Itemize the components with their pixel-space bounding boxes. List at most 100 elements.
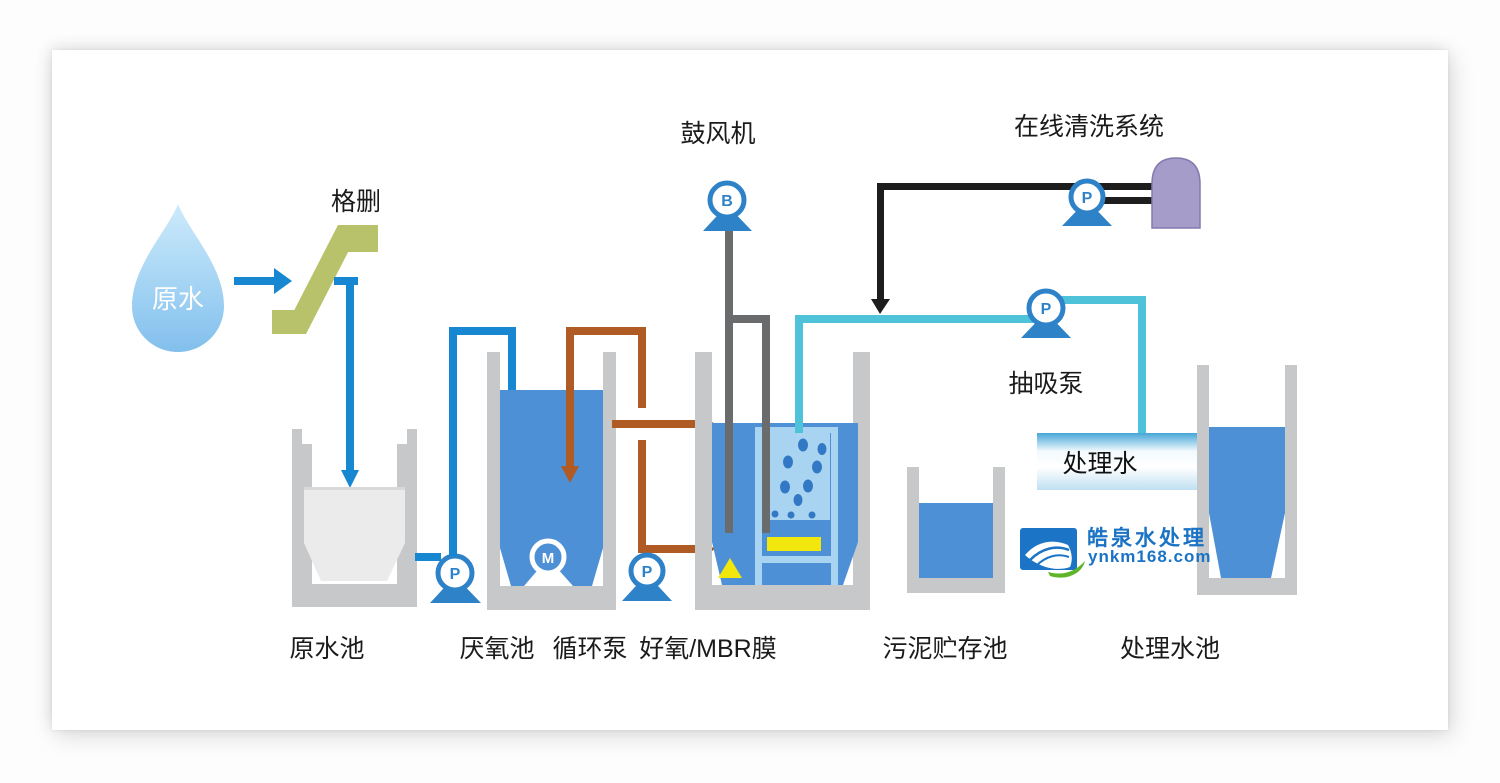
bubble [783, 455, 793, 469]
bubble [798, 438, 808, 452]
bubble [817, 443, 827, 455]
bubble [793, 494, 803, 506]
pipe-horizontal [638, 545, 702, 553]
sludge-water [919, 503, 993, 578]
tank-wall [292, 429, 302, 607]
pump-letter: P [1041, 301, 1052, 318]
pipe-vertical [725, 231, 733, 533]
pipe-vertical [638, 335, 646, 408]
pipe-horizontal [1060, 296, 1146, 304]
bubble [780, 480, 790, 494]
tank-bottom [487, 586, 616, 610]
tank-bottom [907, 578, 1005, 593]
pipe-horizontal [877, 183, 1155, 190]
cleaning-chemical-tank [1151, 157, 1201, 229]
blower-label: 鼓风机 [680, 120, 755, 148]
pipe-vertical [877, 183, 884, 299]
tank-bottom [1197, 578, 1297, 595]
arrow-head [561, 466, 579, 483]
pipe-vertical [1138, 296, 1146, 434]
frame-bar [755, 556, 838, 563]
logo-website: ynkm168.com [1088, 547, 1211, 566]
tank-bottom [695, 585, 870, 610]
treated-water-tank [1197, 365, 1297, 595]
treated-water [1209, 427, 1285, 578]
pipe-pool-to-pump [415, 553, 441, 561]
circulation-pump: P [622, 552, 672, 601]
cleaning-pump: P [1062, 178, 1112, 226]
bubble [803, 479, 813, 493]
tank-bottom [292, 584, 417, 607]
aerobic-mbr-label: 好氧/MBR膜 [639, 635, 777, 663]
aerobic-mbr-tank [695, 352, 870, 610]
pipe-horizontal [1096, 197, 1154, 204]
company-logo: 皓泉水处理 ynkm168.com [1020, 526, 1211, 578]
water-drop-icon [132, 204, 224, 352]
treated-water-box: 处理水 [1037, 433, 1197, 490]
pipe-vertical [449, 330, 457, 556]
logo-company-name: 皓泉水处理 [1087, 526, 1207, 550]
pump-letter: B [721, 193, 733, 210]
arrow-shaft [234, 277, 274, 285]
flow-arrow-raw-to-screen [234, 268, 292, 294]
anaerobic-water [500, 390, 603, 586]
sludge-storage-tank [907, 467, 1005, 593]
suction-piping [795, 296, 1146, 434]
membrane-module [755, 427, 838, 585]
diagram-card [52, 50, 1448, 730]
bubble [812, 460, 822, 474]
water-surface-line [304, 487, 405, 490]
logo-wave-line [1035, 554, 1070, 567]
bar-screen [272, 225, 378, 334]
cleaning-piping [871, 183, 1155, 314]
pipe-horizontal [449, 327, 516, 335]
tank-wall [1285, 365, 1297, 595]
blower-pump: B [703, 180, 752, 231]
circulation-pump-label: 循环泵 [552, 635, 627, 663]
tank-wall [487, 352, 500, 610]
air-bubbles [771, 438, 827, 519]
tank-wall [407, 429, 417, 607]
tank-wall [603, 352, 616, 610]
pipe-vertical [795, 318, 803, 433]
raw-water-pump: P [430, 553, 481, 603]
raw-water-pool [292, 429, 417, 607]
treated-water-box-bg [1037, 433, 1197, 490]
raw-water-drop: 原水 [132, 204, 224, 352]
pump-body [707, 180, 747, 220]
pipe-horizontal [795, 315, 1033, 323]
aeration-diffuser [767, 537, 821, 551]
suction-pump: P [1021, 288, 1071, 338]
raw-water-content [304, 487, 405, 581]
bubble-chamber [762, 430, 830, 520]
frame-leg [755, 563, 762, 585]
tank-wall [993, 467, 1005, 593]
pipe-vertical [762, 315, 770, 533]
arrow-head [274, 268, 292, 294]
sludge-marker-triangle [718, 558, 742, 578]
tank-wall [695, 352, 712, 610]
raw-water-drop-label: 原水 [152, 284, 204, 314]
pipe-horizontal [725, 315, 770, 323]
bubble [787, 511, 795, 519]
frame-bar [831, 427, 838, 563]
pipe-horizontal [566, 327, 646, 335]
tank-wall [1197, 365, 1209, 595]
frame-leg [831, 563, 838, 585]
stage-labels: 原水池 厌氧池 循环泵 好氧/MBR膜 污泥贮存池 处理水池 [289, 635, 1220, 663]
screen-diagonal [282, 225, 362, 334]
pump-letter: P [450, 566, 461, 583]
air-piping [725, 231, 770, 533]
anaerobic-tank-label: 厌氧池 [459, 635, 534, 663]
pump-letter: P [642, 564, 653, 581]
screen-label: 格删 [331, 188, 381, 216]
logo-wave-line [1029, 546, 1070, 561]
pump-body [628, 552, 666, 590]
pipe-screen-to-rawpool [334, 277, 359, 488]
pump-letter: P [1082, 190, 1093, 207]
bubble [808, 511, 816, 519]
pump-body [1068, 178, 1106, 216]
mixer-body [529, 538, 567, 576]
online-cleaning-label: 在线清洗系统 [1014, 113, 1164, 141]
